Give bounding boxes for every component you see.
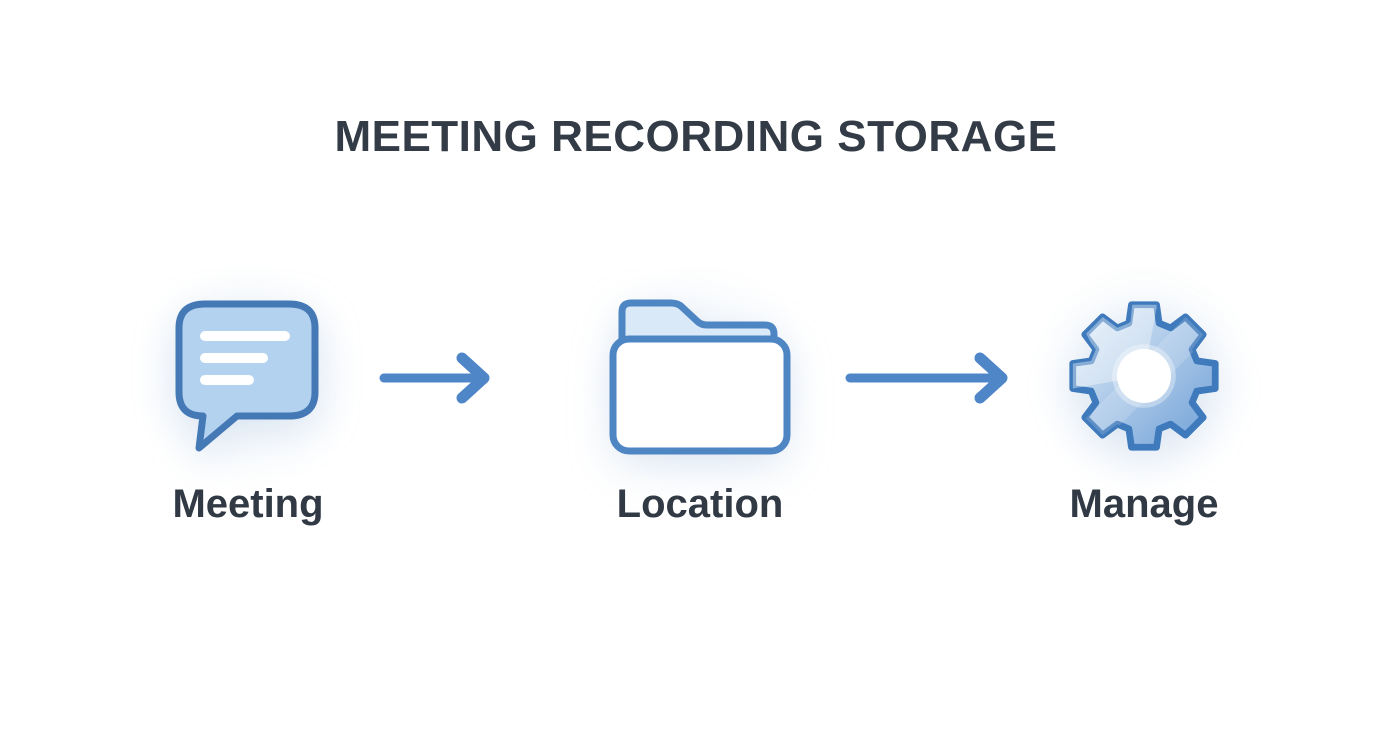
- gear-icon: [1064, 294, 1224, 458]
- step-label-meeting: Meeting: [172, 482, 324, 526]
- folder-icon: [608, 294, 792, 458]
- flow-arrow-right-icon: [379, 352, 490, 404]
- step-location: Location: [570, 294, 830, 527]
- step-meeting: Meeting: [118, 294, 378, 527]
- flow-arrow-right-icon: [845, 352, 1008, 404]
- step-label-location: Location: [616, 482, 784, 526]
- step-manage: Manage: [1014, 294, 1274, 527]
- step-label-manage: Manage: [1069, 482, 1219, 526]
- speech-bubble-icon: [173, 294, 323, 458]
- diagram-title: MEETING RECORDING STORAGE: [334, 112, 1058, 161]
